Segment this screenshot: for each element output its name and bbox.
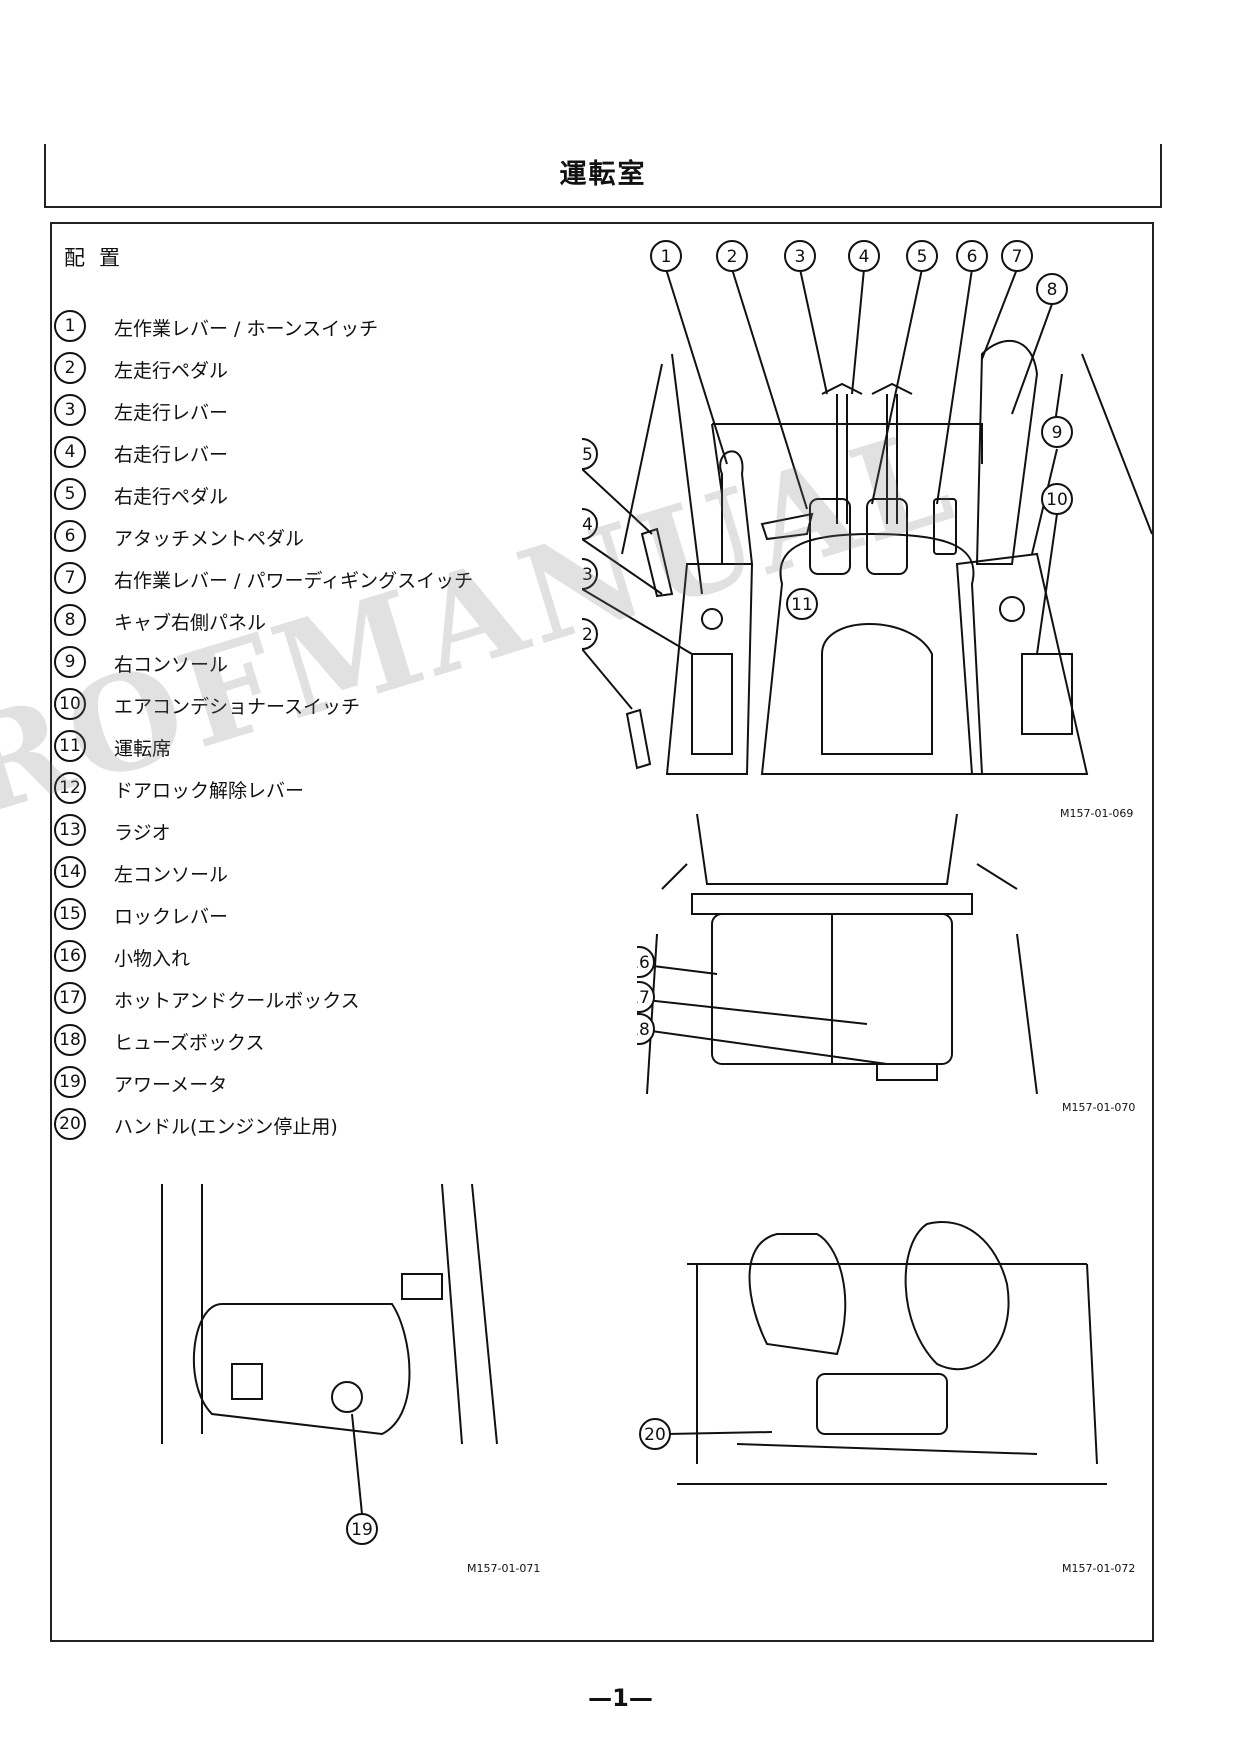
- callout-number: 9: [54, 646, 86, 678]
- callout-number: 3: [54, 394, 86, 426]
- cab-overview-figure: 1 2 3 4 5 6 7 8 9 10 11 15 14 13 12 M157…: [582, 234, 1152, 820]
- legend-item: 7 右作業レバー / パワーディギングスイッチ: [54, 560, 614, 602]
- legend-label: 左作業レバー / ホーンスイッチ: [114, 318, 379, 340]
- legend-label: キャブ右側パネル: [114, 612, 267, 634]
- legend-item: 3 左走行レバー: [54, 392, 614, 434]
- rear-storage-figure: 16 17 18 M157-01-070: [637, 814, 1152, 1129]
- legend-label: アタッチメントペダル: [114, 528, 305, 550]
- callout-number: 2: [54, 352, 86, 384]
- callout-number: 18: [637, 1020, 650, 1040]
- legend-item: 15 ロックレバー: [54, 896, 614, 938]
- legend-item: 13 ラジオ: [54, 812, 614, 854]
- legend-label: アワーメータ: [114, 1074, 228, 1096]
- rear-storage-illustration: 16 17 18: [637, 814, 1038, 1094]
- callout-number: 17: [637, 988, 650, 1008]
- legend-label: ホットアンドクールボックス: [114, 990, 360, 1012]
- legend-item: 1 左作業レバー / ホーンスイッチ: [54, 308, 614, 350]
- legend-item: 11 運転席: [54, 728, 614, 770]
- legend-label: 運転席: [114, 738, 172, 760]
- legend-item: 16 小物入れ: [54, 938, 614, 980]
- figure-caption: M157-01-070: [1062, 1101, 1136, 1114]
- callout-number: 19: [351, 1520, 373, 1540]
- callout-number: 8: [54, 604, 86, 636]
- callout-number: 15: [582, 445, 593, 465]
- legend-label: 右走行レバー: [114, 444, 229, 466]
- legend-item: 8 キャブ右側パネル: [54, 602, 614, 644]
- hour-meter-illustration: 19: [161, 1184, 498, 1545]
- callout-number: 15: [54, 898, 86, 930]
- figure-caption: M157-01-072: [1062, 1562, 1136, 1575]
- callout-number: 6: [54, 520, 86, 552]
- callout-number: 11: [54, 730, 86, 762]
- legend-label: ラジオ: [114, 822, 171, 844]
- callout-number: 11: [791, 595, 813, 615]
- callout-number: 9: [1052, 423, 1063, 443]
- hour-meter-figure: 19 M157-01-071: [152, 1184, 572, 1604]
- legend-item: 2 左走行ペダル: [54, 350, 614, 392]
- callout-number: 1: [661, 247, 672, 267]
- callout-number: 13: [582, 565, 593, 585]
- header-box: 運転室: [44, 144, 1162, 208]
- callout-number: 8: [1047, 280, 1058, 300]
- callout-number: 16: [54, 940, 86, 972]
- callout-number: 7: [1012, 247, 1023, 267]
- callout-number: 5: [54, 478, 86, 510]
- legend-item: 17 ホットアンドクールボックス: [54, 980, 614, 1022]
- legend-item: 14 左コンソール: [54, 854, 614, 896]
- cab-overview-illustration: 1 2 3 4 5 6 7 8 9 10 11 15 14 13 12: [582, 240, 1152, 775]
- callout-number: 17: [54, 982, 86, 1014]
- legend-label: ドアロック解除レバー: [114, 780, 305, 802]
- legend-label: ロックレバー: [114, 906, 229, 928]
- legend-label: 左コンソール: [114, 864, 229, 886]
- figure-caption: M157-01-071: [467, 1562, 541, 1575]
- legend-label: 左走行ペダル: [114, 360, 229, 382]
- engine-stop-figure: 20 M157-01-072: [637, 1184, 1152, 1604]
- legend-label: ハンドル(エンジン停止用): [114, 1116, 338, 1138]
- legend-label: 右走行ペダル: [114, 486, 229, 508]
- callout-number: 20: [54, 1108, 86, 1140]
- legend-item: 9 右コンソール: [54, 644, 614, 686]
- main-content-box: 配置 1 左作業レバー / ホーンスイッチ 2 左走行ペダル 3 左走行レバー 4 右走…: [50, 222, 1154, 1642]
- legend-item: 5 右走行ペダル: [54, 476, 614, 518]
- callout-number: 4: [859, 247, 870, 267]
- callout-number: 3: [795, 247, 806, 267]
- callout-number: 13: [54, 814, 86, 846]
- callout-number: 1: [54, 310, 86, 342]
- callout-number: 12: [582, 625, 593, 645]
- engine-stop-illustration: 20: [639, 1221, 1107, 1485]
- callout-number: 16: [637, 953, 650, 973]
- legend-label: 左走行レバー: [114, 402, 229, 424]
- callout-number: 20: [644, 1425, 666, 1445]
- legend-item: 18 ヒューズボックス: [54, 1022, 614, 1064]
- callout-number: 14: [54, 856, 86, 888]
- legend-item: 20 ハンドル(エンジン停止用): [54, 1106, 614, 1148]
- callout-number: 10: [54, 688, 86, 720]
- callout-number: 19: [54, 1066, 86, 1098]
- component-legend: 1 左作業レバー / ホーンスイッチ 2 左走行ペダル 3 左走行レバー 4 右走行レバ…: [54, 308, 614, 1148]
- legend-label: 右コンソール: [114, 654, 229, 676]
- legend-label: 小物入れ: [114, 948, 191, 970]
- legend-item: 6 アタッチメントペダル: [54, 518, 614, 560]
- callout-number: 6: [967, 247, 978, 267]
- legend-label: 右作業レバー / パワーディギングスイッチ: [114, 570, 474, 592]
- callout-number: 14: [582, 515, 593, 535]
- page-number: —1—: [588, 1684, 653, 1712]
- callout-number: 2: [727, 247, 738, 267]
- callout-number: 12: [54, 772, 86, 804]
- legend-item: 10 エアコンデショナースイッチ: [54, 686, 614, 728]
- callout-number: 4: [54, 436, 86, 468]
- legend-label: ヒューズボックス: [114, 1032, 265, 1054]
- figure-caption: M157-01-069: [1060, 807, 1134, 820]
- callout-number: 10: [1046, 490, 1068, 510]
- callout-number: 5: [917, 247, 928, 267]
- legend-item: 12 ドアロック解除レバー: [54, 770, 614, 812]
- legend-item: 19 アワーメータ: [54, 1064, 614, 1106]
- section-heading: 配置: [64, 246, 134, 270]
- callout-number: 18: [54, 1024, 86, 1056]
- page-title: 運転室: [559, 159, 647, 190]
- legend-item: 4 右走行レバー: [54, 434, 614, 476]
- legend-label: エアコンデショナースイッチ: [114, 696, 361, 718]
- callout-number: 7: [54, 562, 86, 594]
